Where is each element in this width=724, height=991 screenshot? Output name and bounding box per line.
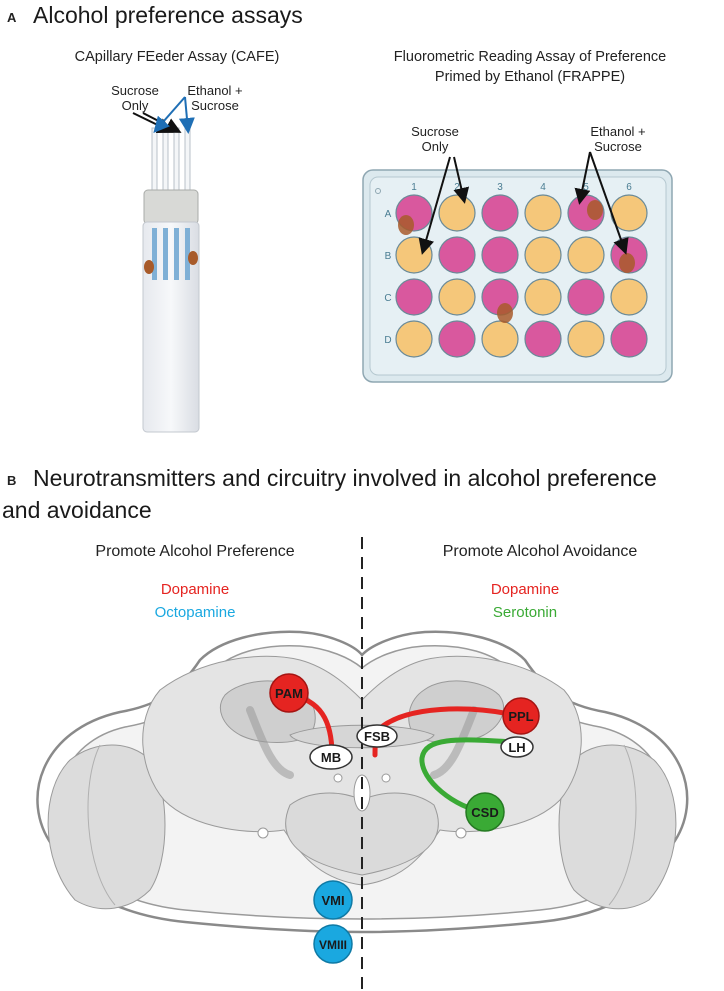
plate-well xyxy=(610,278,648,316)
frappe-ethanol-label: Ethanol + Sucrose xyxy=(590,124,646,154)
frappe-title-line2: Primed by Ethanol (FRAPPE) xyxy=(434,69,626,85)
fly-icon xyxy=(497,303,513,323)
plate-row-label: C xyxy=(384,293,391,304)
frappe-title-line1: Fluorometric Reading Assay of Preference xyxy=(393,49,667,65)
plate-well xyxy=(438,320,476,358)
mb-label: MB xyxy=(321,750,341,765)
vmi-node: VMI xyxy=(313,880,353,920)
plate-well xyxy=(610,320,648,358)
cafe-sucrose-label: Sucrose Only xyxy=(111,83,159,113)
cafe-title: CApillary FEeder Assay (CAFE) xyxy=(74,49,280,65)
plate-well xyxy=(438,236,476,274)
panel-a-letter: A xyxy=(7,10,17,25)
plate-well xyxy=(395,320,433,358)
fsb-label: FSB xyxy=(364,729,390,744)
panel-b-title-line2: and avoidance xyxy=(2,497,152,523)
plate-well xyxy=(438,278,476,316)
preference-dopamine: Dopamine xyxy=(160,581,230,598)
ppl-node: PPL xyxy=(502,697,540,735)
plate-column-label: 5 xyxy=(583,182,589,193)
plate-well xyxy=(481,320,519,358)
fsb-node: FSB xyxy=(356,724,398,748)
fly-icon xyxy=(144,260,154,274)
cafe-ethanol-label: Ethanol + Sucrose xyxy=(187,83,243,113)
plate-well xyxy=(395,278,433,316)
panel-a-title: Alcohol preference assays xyxy=(33,2,303,28)
plate-well xyxy=(567,278,605,316)
plate-column-label: 4 xyxy=(540,182,546,193)
avoidance-header: Promote Alcohol Avoidance xyxy=(442,543,638,560)
pam-node: PAM xyxy=(269,673,309,713)
plate-row-label: D xyxy=(384,335,391,346)
plate-well xyxy=(567,236,605,274)
csd-node: CSD xyxy=(465,792,505,832)
plate-row-label: B xyxy=(385,251,392,262)
csd-lh-projection xyxy=(419,737,515,815)
fly-icon xyxy=(398,215,414,235)
plate-well xyxy=(481,194,519,232)
fly-icon xyxy=(619,253,635,273)
panel-b-letter: B xyxy=(7,473,17,488)
vmiii-node: VMIII xyxy=(313,924,353,964)
plate-well xyxy=(524,320,562,358)
lh-label: LH xyxy=(508,740,525,755)
vmi-label: VMI xyxy=(321,893,344,908)
fly-icon xyxy=(188,251,198,265)
mb-node: MB xyxy=(309,744,353,770)
pam-label: PAM xyxy=(275,686,303,701)
avoidance-dopamine: Dopamine xyxy=(490,581,560,598)
plate-column-label: 1 xyxy=(411,182,417,193)
csd-label: CSD xyxy=(471,805,498,820)
ppl-label: PPL xyxy=(508,709,533,724)
fly-icon xyxy=(587,200,603,220)
frappe-sucrose-label: Sucrose Only xyxy=(411,124,459,154)
plate-well xyxy=(524,278,562,316)
plate-well xyxy=(481,236,519,274)
avoidance-serotonin: Serotonin xyxy=(492,604,558,621)
plate-column-label: 3 xyxy=(497,182,503,193)
preference-header: Promote Alcohol Preference xyxy=(95,543,295,560)
lh-node: LH xyxy=(500,736,534,758)
cafe-illustration xyxy=(132,96,200,433)
vmiii-label: VMIII xyxy=(319,938,347,952)
preference-octopamine: Octopamine xyxy=(154,604,236,621)
plate-column-label: 6 xyxy=(626,182,632,193)
plate-row-label: A xyxy=(385,209,392,220)
plate-well xyxy=(524,194,562,232)
plate-well xyxy=(524,236,562,274)
plate-well xyxy=(567,320,605,358)
panel-b-title-line1: Neurotransmitters and circuitry involved… xyxy=(33,465,657,491)
